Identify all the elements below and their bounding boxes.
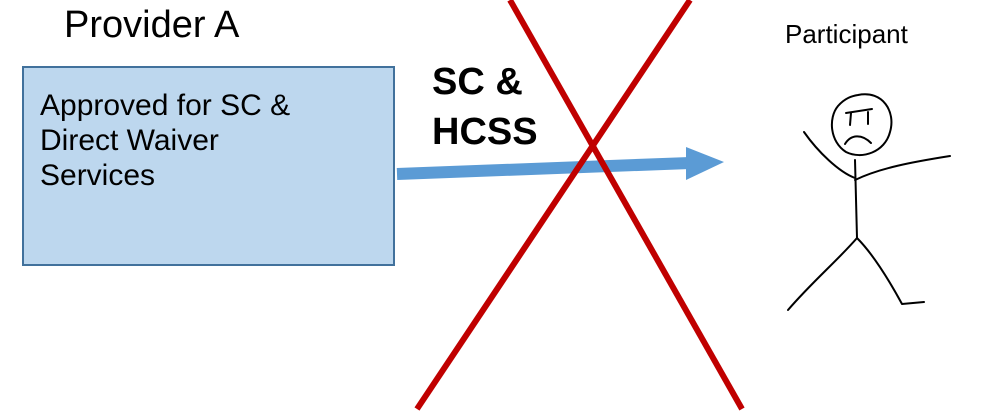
provider-title: Provider A bbox=[64, 4, 240, 46]
provider-box-line-3: Services bbox=[40, 159, 156, 192]
service-flow-label: SC & HCSS bbox=[432, 57, 538, 157]
provider-box-line-2: Direct Waiver bbox=[40, 124, 219, 157]
service-flow-label-line-1: SC & bbox=[432, 61, 523, 103]
red-cross-icon bbox=[414, 0, 745, 411]
service-flow-label-line-2: HCSS bbox=[432, 111, 538, 153]
stick-figure-sad-icon bbox=[787, 93, 951, 311]
participant-label: Participant bbox=[785, 19, 908, 49]
provider-box: Approved for SC & Direct Waiver Services bbox=[22, 66, 395, 266]
right-arrow-icon bbox=[396, 147, 724, 180]
provider-box-line-1: Approved for SC & bbox=[40, 89, 291, 122]
